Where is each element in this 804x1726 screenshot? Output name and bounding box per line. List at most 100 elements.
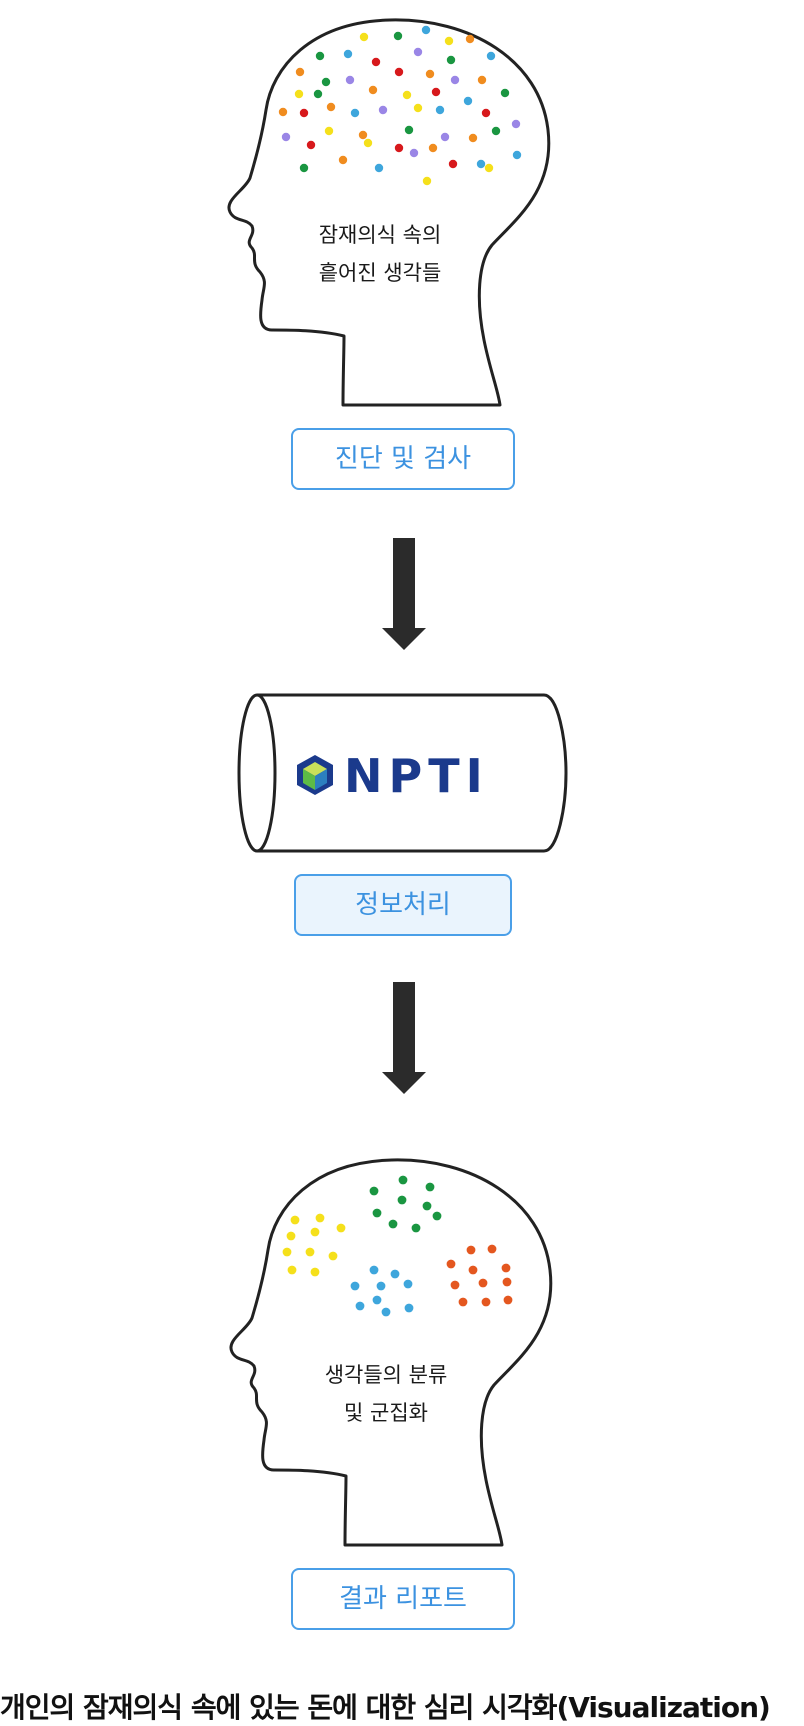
cluster-dot	[411, 1223, 421, 1233]
scattered-dot	[350, 108, 360, 118]
scattered-dot	[440, 132, 450, 142]
down-arrow-2	[382, 982, 426, 1094]
cluster-dot	[287, 1265, 297, 1275]
scattered-dot	[402, 90, 412, 100]
cluster-dot	[372, 1208, 382, 1218]
scattered-dot	[371, 57, 381, 67]
cluster-dot	[336, 1223, 346, 1233]
cluster-dot	[501, 1263, 511, 1273]
scattered-dot	[326, 102, 336, 112]
scattered-dot	[500, 88, 510, 98]
scattered-dot	[394, 143, 404, 153]
step-box-report: 결과 리포트	[291, 1568, 515, 1630]
cluster-dot	[487, 1244, 497, 1254]
cluster-dot	[397, 1195, 407, 1205]
npti-logo-text: NPTI	[344, 749, 489, 803]
scattered-dot	[404, 125, 414, 135]
scattered-dot	[281, 132, 291, 142]
step-box-diagnosis: 진단 및 검사	[291, 428, 515, 490]
cluster-dot	[481, 1297, 491, 1307]
scattered-dot	[448, 159, 458, 169]
cluster-dot	[390, 1269, 400, 1279]
cluster-dot	[502, 1277, 512, 1287]
scattered-dot	[294, 89, 304, 99]
cluster-dot	[381, 1307, 391, 1317]
head-bottom-label-line2: 및 군집화	[344, 1401, 428, 1425]
cluster-dot	[372, 1295, 382, 1305]
cluster-dot	[282, 1247, 292, 1257]
cluster-dot	[446, 1259, 456, 1269]
scattered-dot	[306, 140, 316, 150]
scattered-dot	[295, 67, 305, 77]
scattered-dot	[477, 75, 487, 85]
cluster-dot	[376, 1281, 386, 1291]
scattered-dot	[315, 51, 325, 61]
scattered-dot	[484, 163, 494, 173]
scattered-dot	[425, 69, 435, 79]
cluster-dot	[310, 1267, 320, 1277]
scattered-dot	[421, 25, 431, 35]
scattered-dot	[358, 130, 368, 140]
cluster-dot	[403, 1279, 413, 1289]
cluster-dot	[388, 1219, 398, 1229]
head-top-label: 잠재의식 속의 흩어진 생각들	[280, 216, 480, 292]
scattered-dot	[481, 108, 491, 118]
cluster-dot	[350, 1281, 360, 1291]
figure-caption: 개인의 잠재의식 속에 있는 돈에 대한 심리 시각화(Visualizatio…	[0, 1691, 771, 1724]
scattered-dot	[313, 89, 323, 99]
scattered-dot	[299, 108, 309, 118]
head-top-label-line2: 흩어진 생각들	[318, 261, 442, 285]
scattered-dots-group	[278, 25, 522, 186]
scattered-dot	[435, 105, 445, 115]
scattered-dot	[450, 75, 460, 85]
scattered-dot	[338, 155, 348, 165]
cluster-dot	[468, 1265, 478, 1275]
cluster-dot	[450, 1280, 460, 1290]
scattered-dot	[428, 143, 438, 153]
scattered-dot	[278, 107, 288, 117]
cluster-dot	[425, 1182, 435, 1192]
cluster-dot	[305, 1247, 315, 1257]
scattered-dot	[359, 32, 369, 42]
scattered-dot	[413, 47, 423, 57]
scattered-dot	[468, 133, 478, 143]
cluster-dot	[290, 1215, 300, 1225]
scattered-dot	[324, 126, 334, 136]
scattered-dot	[393, 31, 403, 41]
cluster-dot	[355, 1301, 365, 1311]
cluster-dot	[369, 1186, 379, 1196]
head-outline-top	[227, 18, 551, 407]
scattered-dot	[463, 96, 473, 106]
cluster-dot	[310, 1227, 320, 1237]
scattered-dot	[394, 67, 404, 77]
scattered-dot	[374, 163, 384, 173]
cluster-dot	[466, 1245, 476, 1255]
scattered-dot	[321, 77, 331, 87]
scattered-dot	[446, 55, 456, 65]
scattered-dot	[368, 85, 378, 95]
head-bottom-label-line1: 생각들의 분류	[324, 1363, 448, 1387]
scattered-dot	[512, 150, 522, 160]
hexagon-cube-logo-icon	[297, 755, 333, 795]
cluster-dot	[328, 1251, 338, 1261]
scattered-dot	[413, 103, 423, 113]
cluster-dot	[478, 1278, 488, 1288]
scattered-dot	[378, 105, 388, 115]
scattered-dot	[511, 119, 521, 129]
cluster-dot	[503, 1295, 513, 1305]
cluster-dot	[315, 1213, 325, 1223]
scattered-dot	[299, 163, 309, 173]
scattered-dot	[345, 75, 355, 85]
head-bottom-label: 생각들의 분류 및 군집화	[286, 1356, 486, 1432]
cluster-dot	[458, 1297, 468, 1307]
scattered-dot	[409, 148, 419, 158]
cluster-dot	[369, 1265, 379, 1275]
cluster-dot	[404, 1303, 414, 1313]
clustered-dots-group	[282, 1175, 513, 1317]
cluster-dot	[422, 1201, 432, 1211]
scattered-dot	[422, 176, 432, 186]
cylinder-processor	[237, 693, 568, 853]
scattered-dot	[491, 126, 501, 136]
down-arrow-1	[382, 538, 426, 650]
